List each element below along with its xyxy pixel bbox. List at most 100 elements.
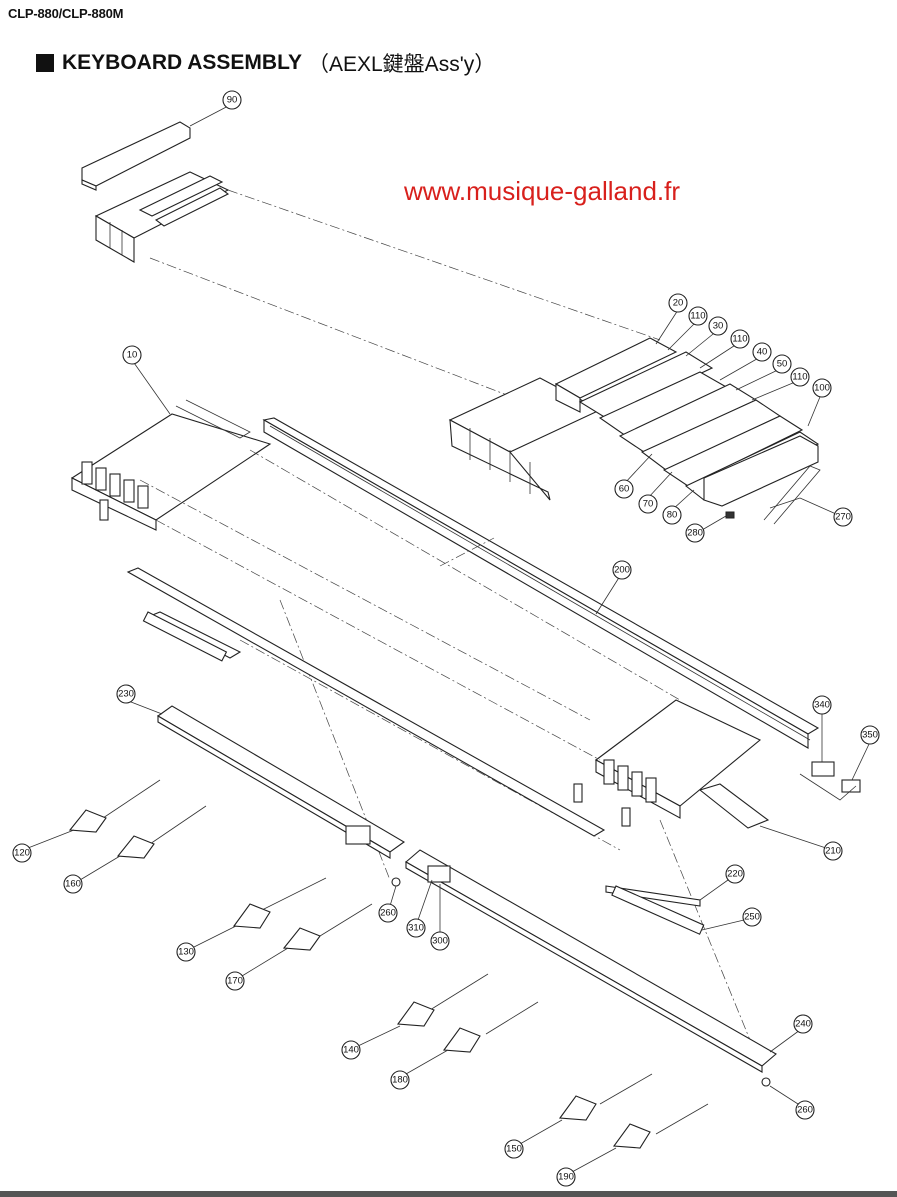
callout-200: 200 xyxy=(595,560,632,615)
callout-40: 40 xyxy=(719,342,772,381)
svg-text:230: 230 xyxy=(118,689,134,700)
callout-280: 280 xyxy=(685,515,727,543)
callout-110-a: 110 xyxy=(667,306,708,351)
page-title: KEYBOARD ASSEMBLY （AEXL鍵盤Ass'y） xyxy=(36,48,495,78)
part-230-pcb xyxy=(156,705,406,859)
hammer-130 xyxy=(232,877,327,929)
part-280-piece xyxy=(725,511,735,519)
callout-310: 310 xyxy=(406,879,433,938)
svg-text:80: 80 xyxy=(667,510,678,521)
svg-text:350: 350 xyxy=(862,730,878,741)
svg-text:180: 180 xyxy=(392,1075,408,1086)
callout-120: 120 xyxy=(12,829,75,863)
callout-230: 230 xyxy=(116,684,163,715)
callout-180: 180 xyxy=(390,1049,449,1090)
svg-text:140: 140 xyxy=(343,1045,359,1056)
callout-300: 300 xyxy=(430,884,450,951)
callout-220: 220 xyxy=(699,864,745,901)
svg-text:60: 60 xyxy=(619,484,630,495)
left-comb-strip xyxy=(142,611,228,662)
svg-text:70: 70 xyxy=(643,499,654,510)
svg-text:50: 50 xyxy=(777,359,788,370)
svg-text:30: 30 xyxy=(713,321,724,332)
bottom-scan-edge xyxy=(0,1191,897,1197)
svg-text:250: 250 xyxy=(744,912,760,923)
callout-340: 340 xyxy=(812,695,832,762)
callout-60: 60 xyxy=(614,453,653,499)
svg-text:110: 110 xyxy=(792,372,807,383)
svg-text:310: 310 xyxy=(408,923,424,934)
callout-140: 140 xyxy=(341,1025,401,1060)
callout-90: 90 xyxy=(189,90,242,127)
callout-270: 270 xyxy=(799,497,853,527)
svg-text:260: 260 xyxy=(797,1105,813,1116)
svg-text:200: 200 xyxy=(614,565,630,576)
callout-80: 80 xyxy=(662,489,695,525)
svg-text:90: 90 xyxy=(227,95,238,106)
svg-text:270: 270 xyxy=(835,512,851,523)
callout-240: 240 xyxy=(769,1014,813,1053)
svg-text:170: 170 xyxy=(227,976,243,987)
top-key-group xyxy=(94,171,230,263)
part-220-strip xyxy=(605,885,701,907)
svg-text:160: 160 xyxy=(65,879,81,890)
svg-text:210: 210 xyxy=(825,846,841,857)
title-main: KEYBOARD ASSEMBLY xyxy=(62,51,302,74)
watermark-url: www.musique-galland.fr xyxy=(404,176,681,206)
callout-110-b: 110 xyxy=(699,329,750,369)
part-240-pcb xyxy=(405,849,777,1073)
right-key-group xyxy=(448,337,820,507)
callout-260-lower: 260 xyxy=(769,1085,815,1120)
part-210-rail xyxy=(698,783,770,829)
svg-text:110: 110 xyxy=(690,311,705,322)
part-350-pad xyxy=(841,779,861,793)
hammer-170 xyxy=(282,903,373,951)
callout-70: 70 xyxy=(638,471,673,514)
part-260-screw-lower xyxy=(761,1077,771,1087)
callout-10: 10 xyxy=(122,345,171,415)
svg-text:100: 100 xyxy=(814,383,830,394)
part-250-comb xyxy=(611,885,705,935)
hammer-140 xyxy=(396,973,489,1027)
svg-text:280: 280 xyxy=(687,528,703,539)
svg-text:220: 220 xyxy=(727,869,743,880)
callout-100: 100 xyxy=(807,378,832,427)
svg-text:120: 120 xyxy=(14,848,30,859)
callout-110-c: 110 xyxy=(751,367,810,401)
part-90-key-end xyxy=(81,121,191,191)
callout-170: 170 xyxy=(225,947,289,991)
model-number: CLP-880/CLP-880M xyxy=(8,6,124,21)
callout-30: 30 xyxy=(685,316,728,357)
svg-text:40: 40 xyxy=(757,347,768,358)
svg-text:240: 240 xyxy=(795,1019,811,1030)
callout-350: 350 xyxy=(851,725,880,781)
hammer-160 xyxy=(116,805,207,859)
part-200-long-rail xyxy=(262,417,820,749)
callout-50: 50 xyxy=(735,354,792,391)
callout-210: 210 xyxy=(759,825,843,861)
svg-text:150: 150 xyxy=(506,1144,522,1155)
svg-text:260: 260 xyxy=(380,908,396,919)
part-10-left-frame xyxy=(70,399,272,531)
title-sub: （AEXL鍵盤Ass'y） xyxy=(307,53,496,76)
part-260-screw-upper xyxy=(391,877,401,887)
hammer-180 xyxy=(442,1001,539,1053)
callout-130: 130 xyxy=(176,925,237,962)
hammer-190 xyxy=(612,1103,709,1149)
hammer-150 xyxy=(558,1073,653,1121)
callout-250: 250 xyxy=(701,907,762,931)
pad-lead xyxy=(799,773,857,801)
part-left-thin-rail xyxy=(126,567,606,837)
right-frame xyxy=(573,699,762,827)
callout-260-upper: 260 xyxy=(378,885,398,923)
callout-150: 150 xyxy=(504,1119,563,1159)
svg-text:110: 110 xyxy=(732,334,747,345)
svg-text:190: 190 xyxy=(558,1172,574,1183)
title-square-bullet xyxy=(36,54,54,72)
svg-text:20: 20 xyxy=(673,298,684,309)
hammer-120 xyxy=(68,779,161,833)
callout-20: 20 xyxy=(655,293,688,345)
svg-text:340: 340 xyxy=(814,700,830,711)
callout-190: 190 xyxy=(556,1147,617,1187)
